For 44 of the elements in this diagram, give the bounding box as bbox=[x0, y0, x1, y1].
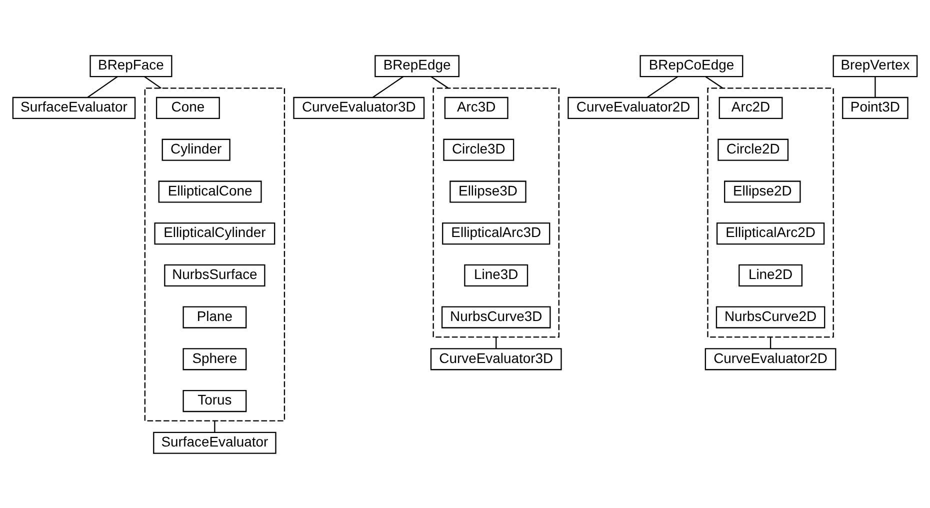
node-box: BRepEdge bbox=[374, 54, 460, 77]
node-box: Line3D bbox=[464, 264, 528, 286]
cluster bbox=[144, 87, 286, 421]
node-box: BrepVertex bbox=[832, 54, 918, 77]
node-box: Ellipse2D bbox=[724, 180, 801, 202]
node-box: CurveEvaluator2D bbox=[704, 348, 836, 370]
node-box: EllipticalCylinder bbox=[154, 222, 276, 244]
connector bbox=[144, 76, 162, 88]
node-box: Plane bbox=[182, 306, 247, 328]
node-box: Arc2D bbox=[718, 96, 783, 119]
connector bbox=[430, 76, 449, 88]
node-box: CurveEvaluator3D bbox=[430, 348, 562, 370]
node-box: NurbsCurve2D bbox=[716, 306, 826, 328]
node-box: Circle3D bbox=[443, 138, 514, 160]
connector bbox=[87, 76, 118, 98]
node-box: NurbsCurve3D bbox=[441, 306, 551, 328]
node-box: BRepCoEdge bbox=[640, 54, 744, 77]
connector bbox=[874, 76, 876, 97]
node-box: Cone bbox=[156, 96, 220, 119]
node-box: Ellipse3D bbox=[450, 180, 526, 202]
node-box: Torus bbox=[182, 389, 247, 412]
node-box: SurfaceEvaluator bbox=[153, 431, 276, 454]
connector bbox=[372, 76, 404, 98]
node-box: EllipticalCone bbox=[158, 180, 262, 202]
node-box: Sphere bbox=[182, 348, 247, 370]
connector bbox=[214, 420, 216, 432]
cluster bbox=[707, 87, 834, 338]
node-box: EllipticalArc3D bbox=[442, 222, 550, 244]
node-box: Circle2D bbox=[718, 138, 789, 160]
node-box: Line2D bbox=[738, 264, 803, 286]
connector bbox=[770, 336, 772, 348]
node-box: Cylinder bbox=[162, 138, 230, 160]
node-box: SurfaceEvaluator bbox=[12, 96, 136, 119]
node-box: Arc3D bbox=[444, 96, 508, 119]
node-box: Point3D bbox=[842, 96, 908, 119]
node-box: CurveEvaluator3D bbox=[293, 96, 425, 119]
connector bbox=[705, 76, 724, 88]
cluster bbox=[432, 87, 560, 338]
connector bbox=[496, 336, 497, 348]
node-box: NurbsSurface bbox=[164, 264, 266, 286]
node-box: BRepFace bbox=[90, 54, 172, 77]
connector bbox=[647, 76, 678, 98]
node-box: CurveEvaluator2D bbox=[568, 96, 700, 119]
node-box: EllipticalArc2D bbox=[716, 222, 825, 244]
